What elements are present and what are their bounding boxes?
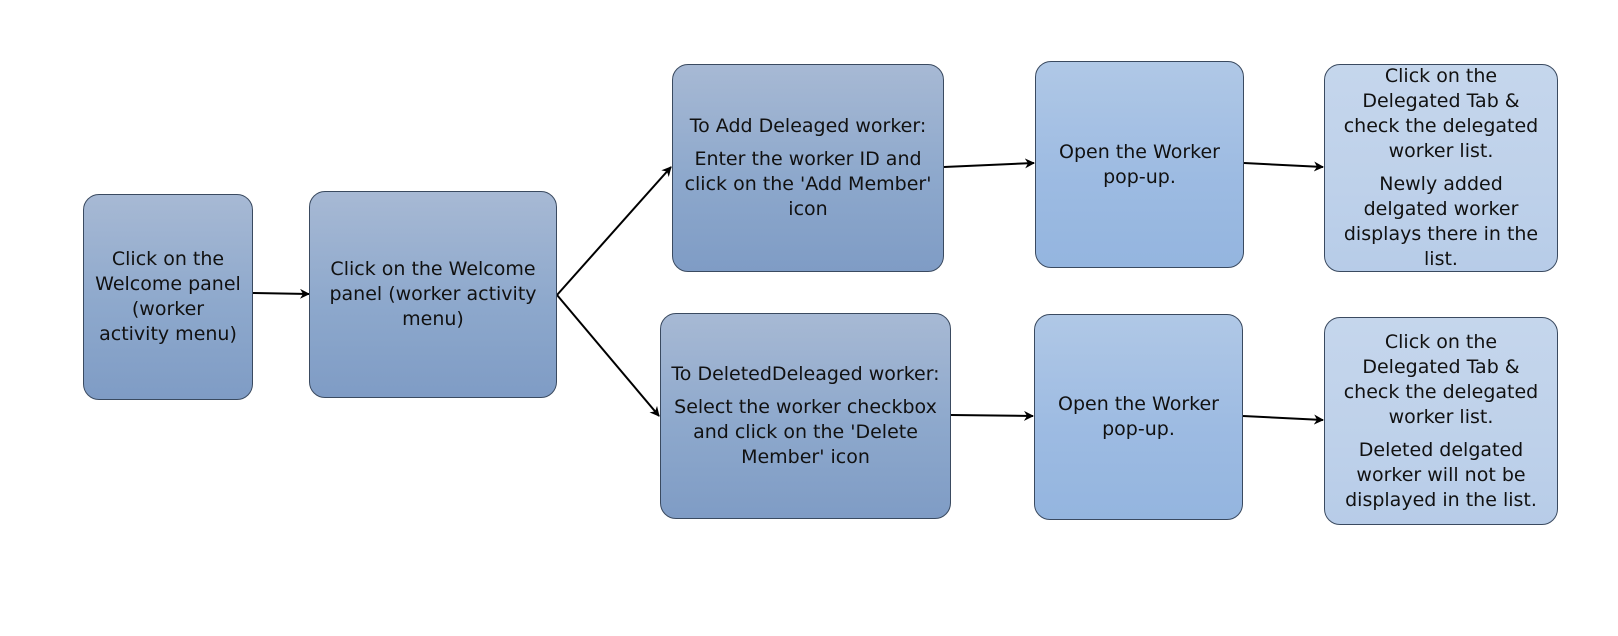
- node-text: Open the Worker pop-up.: [1059, 140, 1220, 188]
- node-heading: To Add Deleaged worker:: [689, 115, 927, 137]
- node-text: Enter the worker ID and click on the 'Ad…: [684, 148, 932, 220]
- node-text: Click on the Delegated Tab & check the d…: [1343, 65, 1539, 162]
- arrow-welcome-to-delete: [556, 294, 660, 417]
- arrow-open-to-result-delete: [1242, 414, 1324, 425]
- node-result-added: Click on the Delegated Tab & check the d…: [1324, 64, 1558, 272]
- node-open-worker-popup-add: Open the Worker pop-up.: [1035, 61, 1244, 268]
- node-text: Click on the Welcome panel (worker activ…: [95, 248, 241, 345]
- node-welcome-panel: Click on the Welcome panel (worker activ…: [309, 191, 557, 398]
- arrow-add-to-open: [943, 158, 1035, 169]
- node-start-welcome-panel: Click on the Welcome panel (worker activ…: [83, 194, 253, 400]
- node-text: Deleted delgated worker will not be disp…: [1345, 438, 1537, 511]
- arrow-welcome-to-add: [556, 166, 672, 296]
- arrow-delete-to-open: [950, 410, 1034, 421]
- node-text: Click on the Delegated Tab & check the d…: [1343, 330, 1539, 428]
- arrow-open-to-result-add: [1243, 161, 1324, 172]
- node-heading: To DeletedDeleaged worker:: [671, 363, 940, 385]
- arrow-start-to-welcome: [252, 288, 310, 299]
- node-text: Open the Worker pop-up.: [1058, 393, 1219, 440]
- node-open-worker-popup-delete: Open the Worker pop-up.: [1034, 314, 1243, 520]
- node-result-deleted: Click on the Delegated Tab & check the d…: [1324, 317, 1558, 525]
- node-text: Newly added delgated worker displays the…: [1343, 173, 1539, 270]
- node-text: Click on the Welcome panel (worker activ…: [329, 258, 537, 330]
- node-delete-delegated-worker: To DeletedDeleaged worker: Select the wo…: [660, 313, 951, 519]
- node-text: Select the worker checkbox and click on …: [674, 396, 937, 468]
- node-add-delegated-worker: To Add Deleaged worker: Enter the worker…: [672, 64, 944, 272]
